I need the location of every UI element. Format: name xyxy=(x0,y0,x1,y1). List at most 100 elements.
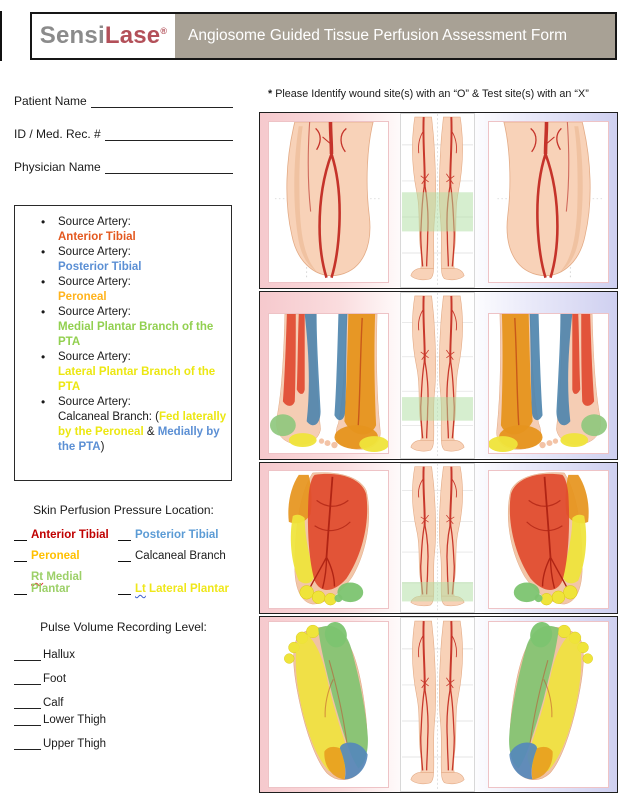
pvr-lower-thigh-label: Lower Thigh xyxy=(43,714,107,726)
patient-name-label: Patient Name xyxy=(14,94,87,108)
source-artery-legend-box: Source Artery: Anterior Tibial Source Ar… xyxy=(14,205,232,481)
patient-name-blank[interactable] xyxy=(90,94,233,108)
right-ankle-angiosome-illustration xyxy=(488,313,609,454)
form-header: SensiLase® Angiosome Guided Tissue Perfu… xyxy=(30,12,617,60)
sensilase-logo: SensiLase® xyxy=(32,14,175,58)
page-edge-mark xyxy=(0,11,2,61)
source-artery-label: Source Artery: xyxy=(58,396,131,408)
lateral-plantar-rest: Lateral Plantar xyxy=(145,583,229,595)
calcaneal-peroneal-part: Fed laterally by the Peroneal xyxy=(58,411,227,438)
pvr-hallux-row: Hallux xyxy=(14,647,233,661)
calcaneal-suffix: ) xyxy=(100,441,105,453)
spp-peroneal: Peroneal xyxy=(14,550,118,562)
panel-plantar-foot-angiosomes[interactable] xyxy=(259,616,618,793)
panel-calf-and-knee-arteries[interactable] xyxy=(259,112,618,289)
spp-calcaneal-label: Calcaneal Branch xyxy=(135,550,226,562)
note-text: Please Identify wound site(s) with an “O… xyxy=(272,88,589,100)
spp-peroneal-blank[interactable] xyxy=(14,550,27,562)
source-artery-item: Source Artery: Peroneal xyxy=(41,275,227,305)
spp-rt-medial-plantar: Rt Medial Plantar xyxy=(14,571,118,595)
source-artery-label: Source Artery: xyxy=(58,216,131,228)
posterior-tibial-value: Posterior Tibial xyxy=(58,261,142,273)
spp-location-section: Skin Perfusion Pressure Location: Anteri… xyxy=(14,503,233,595)
pvr-title: Pulse Volume Recording Level: xyxy=(40,620,207,634)
panel-dorsal-foot-angiosomes[interactable] xyxy=(259,462,618,614)
source-artery-item: Source Artery: Anterior Tibial xyxy=(41,215,227,245)
spp-posterior-tibial-label: Posterior Tibial xyxy=(135,529,219,541)
full-legs-reference-calf-band xyxy=(400,113,475,288)
source-artery-item: Source Artery: Posterior Tibial xyxy=(41,245,227,275)
left-plantar-foot-angiosome-illustration xyxy=(268,621,389,788)
id-label: ID / Med. Rec. # xyxy=(14,127,101,141)
source-artery-label: Source Artery: xyxy=(58,246,131,258)
spp-anterior-tibial: Anterior Tibial xyxy=(14,529,118,541)
pvr-hallux-blank[interactable] xyxy=(14,648,41,661)
source-artery-label: Source Artery: xyxy=(58,306,131,318)
registered-mark-icon: ® xyxy=(160,26,168,36)
pvr-foot-label: Foot xyxy=(43,673,67,685)
left-calf-artery-illustration xyxy=(268,121,389,283)
panel-ankle-angiosomes[interactable] xyxy=(259,291,618,460)
spp-lt-lateral-plantar-label: Lt Lateral Plantar xyxy=(135,583,229,595)
rt-abbrev: Rt xyxy=(31,571,44,583)
spp-peroneal-label: Peroneal xyxy=(31,550,80,562)
patient-info-section: Patient Name ID / Med. Rec. # Physician … xyxy=(14,94,233,193)
form-title-bar: Angiosome Guided Tissue Perfusion Assess… xyxy=(175,14,615,58)
physician-label: Physician Name xyxy=(14,160,101,174)
pvr-foot-blank[interactable] xyxy=(14,672,41,685)
right-plantar-foot-angiosome-illustration xyxy=(488,621,609,788)
source-artery-label: Source Artery: xyxy=(58,276,131,288)
pvr-calf-label: Calf xyxy=(43,697,64,709)
pvr-lower-thigh-blank[interactable] xyxy=(14,713,41,726)
pvr-upper-thigh-blank[interactable] xyxy=(14,737,41,750)
calcaneal-branch-prefix: Calcaneal Branch: ( xyxy=(58,411,159,423)
spp-rt-medial-plantar-label: Rt Medial Plantar xyxy=(31,571,118,595)
source-artery-item: Source Artery: Calcaneal Branch: (Fed la… xyxy=(41,395,227,455)
full-legs-reference-foot-band xyxy=(400,463,475,613)
calcaneal-amp: & xyxy=(143,426,158,438)
spp-anterior-tibial-label: Anterior Tibial xyxy=(31,529,109,541)
peroneal-value: Peroneal xyxy=(58,291,107,303)
left-dorsal-foot-angiosome-illustration xyxy=(268,470,389,609)
pvr-level-section: Pulse Volume Recording Level: Hallux Foo… xyxy=(14,620,233,750)
pvr-calf-blank[interactable] xyxy=(14,696,41,709)
logo-lase: Lase xyxy=(104,22,161,49)
pvr-upper-thigh-label: Upper Thigh xyxy=(43,738,107,750)
physician-blank[interactable] xyxy=(104,160,233,174)
source-artery-item: Source Artery: Medial Plantar Branch of … xyxy=(41,305,227,350)
logo-sensi: Sensi xyxy=(39,22,105,49)
pvr-foot-row: Foot xyxy=(14,671,233,685)
spp-posterior-tibial: Posterior Tibial xyxy=(118,529,233,541)
left-ankle-angiosome-illustration xyxy=(268,313,389,454)
pvr-calf-row: Calf xyxy=(14,695,233,709)
pvr-lower-thigh-row: Lower Thigh xyxy=(14,712,233,726)
spp-grid: Anterior Tibial Posterior Tibial Peronea… xyxy=(14,529,233,595)
spp-posterior-tibial-blank[interactable] xyxy=(118,529,131,541)
spp-lt-lateral-plantar: Lt Lateral Plantar xyxy=(118,571,233,595)
spp-title: Skin Perfusion Pressure Location: xyxy=(33,503,214,517)
source-artery-item: Source Artery: Lateral Plantar Branch of… xyxy=(41,350,227,395)
anterior-tibial-value: Anterior Tibial xyxy=(58,231,136,243)
logo-text: SensiLase® xyxy=(40,22,167,50)
medial-plantar-rest: Medial Plantar xyxy=(31,571,83,595)
right-calf-artery-illustration xyxy=(488,121,609,283)
full-legs-reference-plain xyxy=(400,617,475,792)
pvr-hallux-label: Hallux xyxy=(43,649,75,661)
marking-instruction-note: * Please Identify wound site(s) with an … xyxy=(268,88,620,100)
form-title: Angiosome Guided Tissue Perfusion Assess… xyxy=(188,27,568,44)
spp-rt-medial-plantar-blank[interactable] xyxy=(14,583,27,595)
id-blank[interactable] xyxy=(104,127,233,141)
spp-calcaneal-blank[interactable] xyxy=(118,550,131,562)
asterisk: * xyxy=(268,88,273,100)
spp-anterior-tibial-blank[interactable] xyxy=(14,529,27,541)
medial-plantar-value: Medial Plantar Branch of the PTA xyxy=(58,321,214,348)
full-legs-reference-ankle-band xyxy=(400,292,475,459)
calcaneal-pta-part: Medially by the PTA xyxy=(58,426,220,453)
pvr-upper-thigh-row: Upper Thigh xyxy=(14,736,233,750)
spp-lt-lateral-plantar-blank[interactable] xyxy=(118,583,131,595)
spp-calcaneal-branch: Calcaneal Branch xyxy=(118,550,233,562)
physician-row: Physician Name xyxy=(14,160,233,174)
source-artery-label: Source Artery: xyxy=(58,351,131,363)
angiosome-image-panels xyxy=(259,112,618,795)
